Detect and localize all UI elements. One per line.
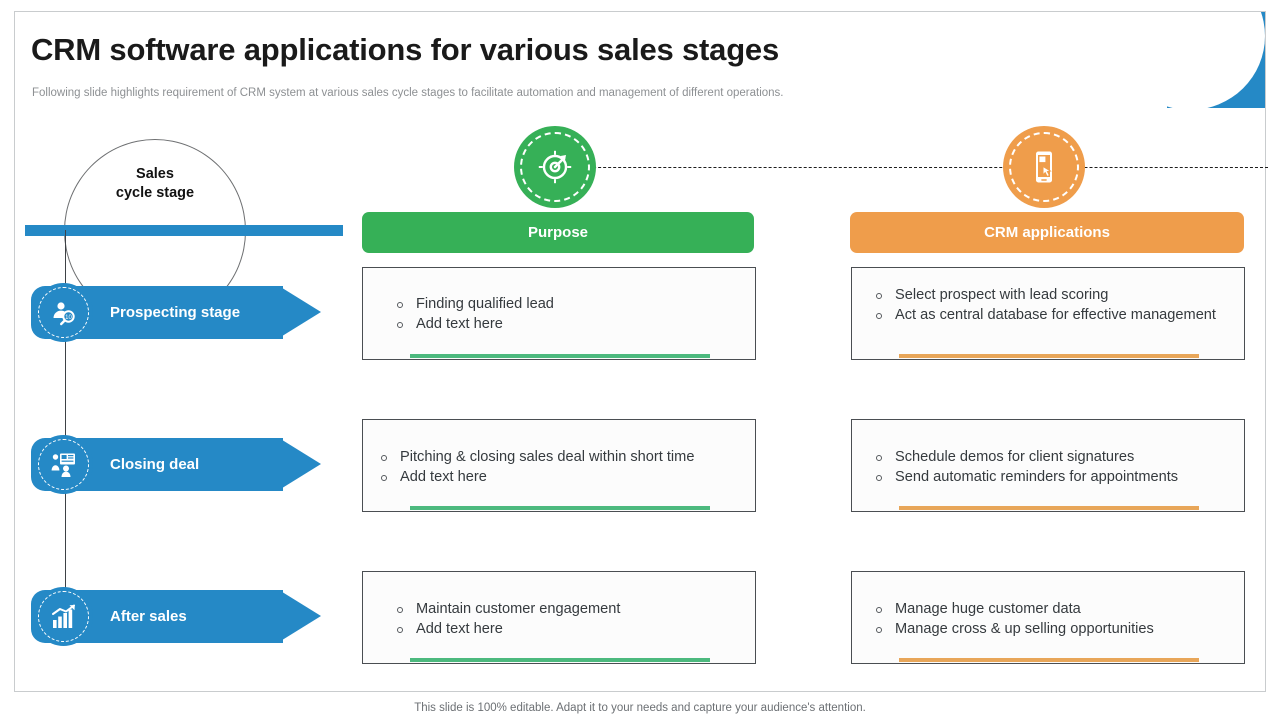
sidebar-item-closing-deal[interactable]: Closing deal [31,435,321,494]
sidebar-item-label: Closing deal [110,456,200,473]
timeline-top-rule [25,225,343,236]
header-dashed-connector [553,167,1268,168]
sidebar-item-prospecting-stage[interactable]: 10 Prospecting stage [31,283,321,342]
list-item: Manage cross & up selling opportunities [872,620,1244,640]
list-item: Manage huge customer data [872,600,1244,620]
svg-text:10: 10 [65,315,72,321]
after-sales-growth-chart-icon [34,587,93,646]
crm-card-row2: Schedule demos for client signatures Sen… [851,419,1245,512]
target-compass-icon [514,126,596,208]
list-item: Finding qualified lead [393,295,755,315]
list-item: Send automatic reminders for appointment… [872,468,1244,488]
purpose-card-row3: Maintain customer engagement Add text he… [362,571,756,664]
tab-crm-applications[interactable]: CRM applications [850,212,1244,253]
crm-card-row1: Select prospect with lead scoring Act as… [851,267,1245,360]
page-title: CRM software applications for various sa… [31,32,780,67]
page-subtitle: Following slide highlights requirement o… [32,87,784,99]
arc-label-line1: Sales [136,166,174,182]
sales-cycle-arc: Sales cycle stage [64,139,246,323]
timeline-connector-line [65,230,66,630]
arc-label-line2: cycle stage [115,185,195,201]
sidebar-item-label: Prospecting stage [110,304,241,321]
sidebar-item-after-sales[interactable]: After sales [31,587,321,646]
list-item: Pitching & closing sales deal within sho… [377,448,755,468]
purpose-card-row1: Finding qualified lead Add text here [362,267,756,360]
list-item: Add text here [377,468,755,488]
list-item: Act as central database for effective ma… [872,306,1226,326]
list-item: Add text here [393,620,755,640]
list-item: Select prospect with lead scoring [872,286,1226,306]
sidebar-item-label: After sales [110,608,187,625]
list-item: Maintain customer engagement [393,600,755,620]
mobile-app-touch-icon [1003,126,1085,208]
tab-purpose[interactable]: Purpose [362,212,754,253]
closing-deal-presentation-icon [34,435,93,494]
tab-crm-applications-label: CRM applications [984,224,1110,241]
tab-purpose-label: Purpose [527,224,588,241]
prospecting-person-search-icon: 10 [34,283,93,342]
crm-card-row3: Manage huge customer data Manage cross &… [851,571,1245,664]
list-item: Schedule demos for client signatures [872,448,1244,468]
footer-note: This slide is 100% editable. Adapt it to… [414,702,866,714]
purpose-card-row2: Pitching & closing sales deal within sho… [362,419,756,512]
list-item: Add text here [393,315,755,335]
